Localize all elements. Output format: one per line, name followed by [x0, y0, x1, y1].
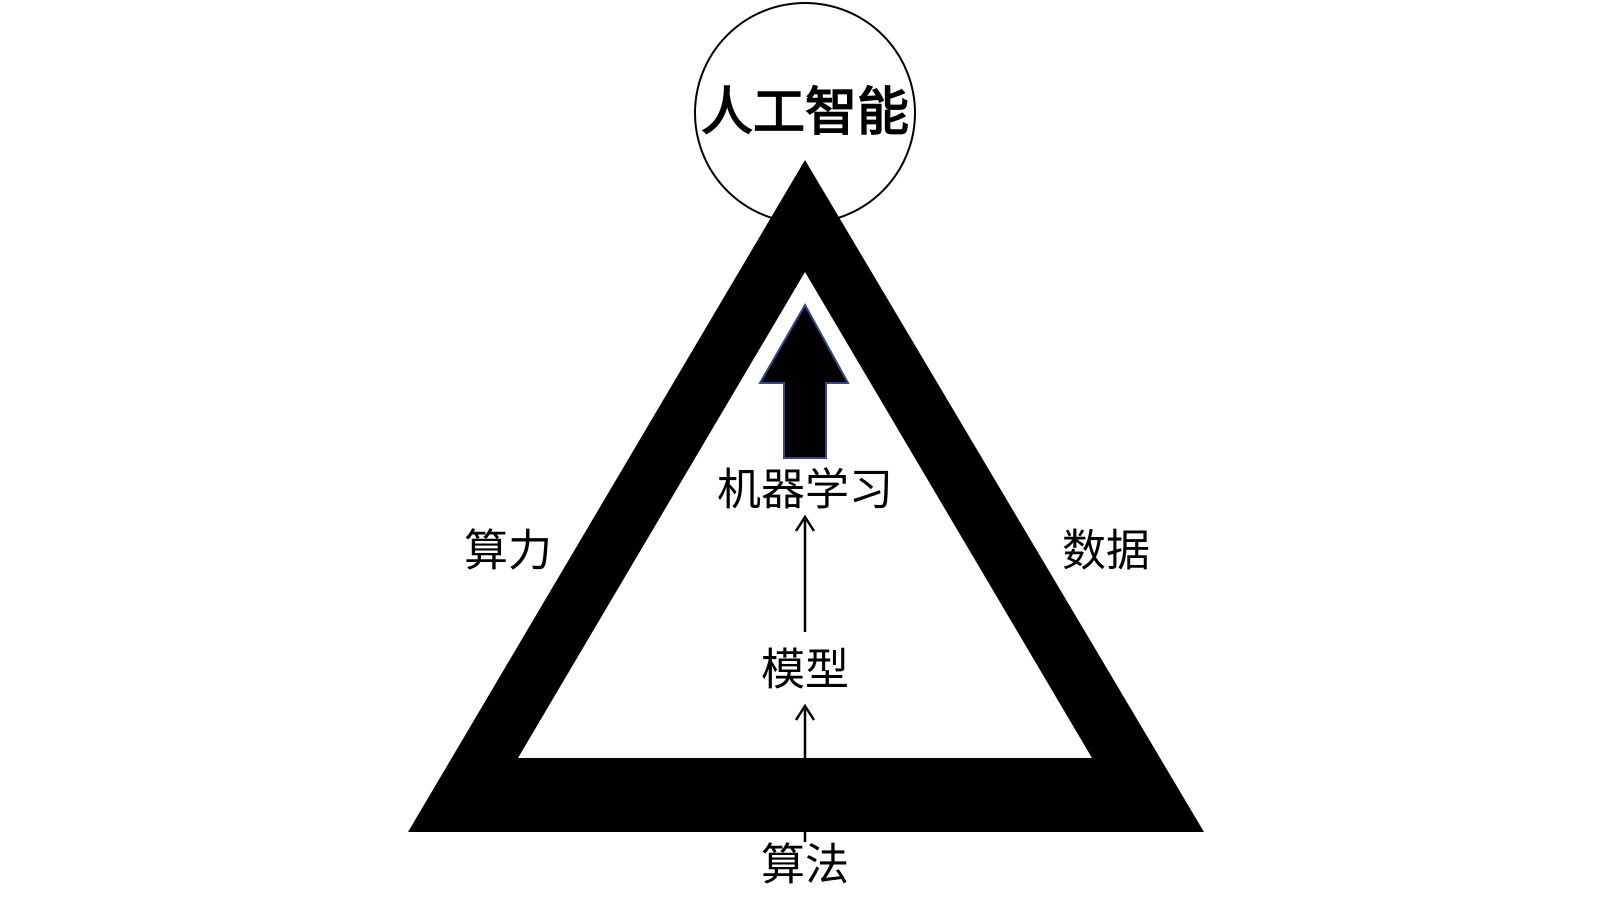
- algorithm-label: 算法: [761, 840, 849, 891]
- model-to-ml-arrow-head: [794, 514, 816, 532]
- computing-power-label: 算力: [464, 526, 552, 577]
- data-label: 数据: [1062, 526, 1150, 577]
- big-up-arrow: [758, 302, 850, 459]
- model-label: 模型: [761, 645, 849, 696]
- algorithm-to-model-arrow-head: [794, 703, 816, 721]
- ai-node-label: 人工智能: [701, 83, 909, 143]
- machine-learning-label: 机器学习: [717, 465, 893, 516]
- triangle-frame: [408, 160, 1204, 832]
